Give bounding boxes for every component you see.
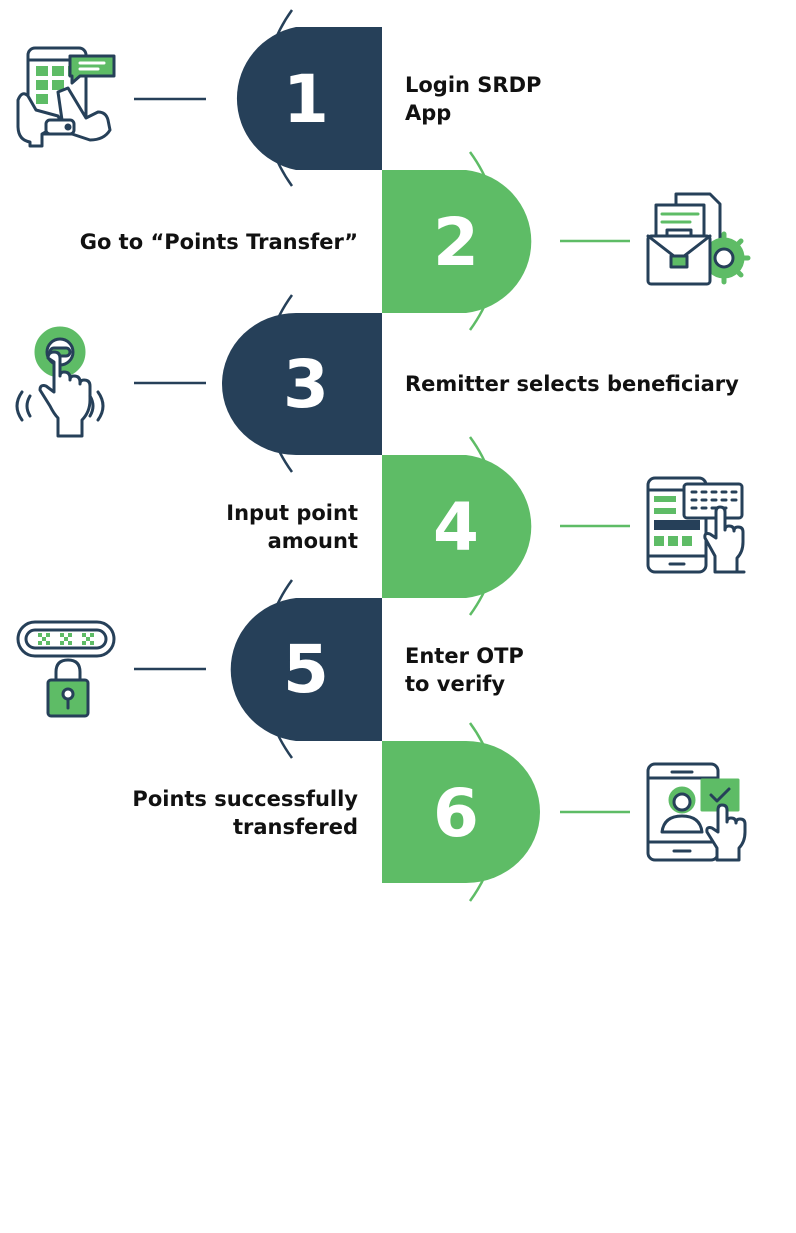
step-1-label-line-1: Login SRDP [405,73,542,97]
step-3-number: 3 [283,346,329,423]
step-4: 4 [382,436,630,616]
step-4-label-line-2: amount [267,529,358,553]
otp-lock-icon [16,620,116,718]
step-5-shape [230,598,382,741]
step-1: 1 [134,9,382,187]
step-2: 2 [382,151,630,331]
step-3: 3 [134,294,382,473]
step-4-number: 4 [433,489,479,566]
step-2-shape [382,170,532,313]
step-4-label: Input point amount [226,499,358,555]
step-5-label-line-2: to verify [405,672,506,696]
briefcase-gear-icon [646,192,751,286]
step-4-label-line-1: Input point [226,501,358,525]
step-5-label: Enter OTP to verify [405,642,524,698]
step-3-label-line-1: Remitter selects beneficiary [405,372,739,396]
step-5-number: 5 [283,631,329,708]
step-6-number: 6 [433,775,479,852]
step-3-shape [222,313,382,455]
step-1-number: 1 [283,61,329,138]
step-2-number: 2 [433,204,479,281]
phone-keyboard-icon [646,476,746,574]
step-2-label-line-1: Go to “Points Transfer” [79,230,358,254]
step-1-shape [236,27,382,170]
step-6-label-line-1: Points successfully [132,787,358,811]
step-6-shape [382,741,540,883]
step-1-label-line-2: App [405,101,452,125]
profile-verify-icon [646,762,747,862]
step-2-label: Go to “Points Transfer” [80,228,358,256]
step-1-label: Login SRDP App [405,71,541,127]
tablet-hand-icon [16,46,116,148]
step-3-label: Remitter selects beneficiary [405,370,739,398]
step-6-label: Points successfully transfered [132,785,358,841]
step-5: 5 [134,579,382,759]
step-6-label-line-2: transfered [232,815,358,839]
step-5-label-line-1: Enter OTP [405,644,524,668]
step-4-shape [382,455,532,598]
step-6: 6 [382,722,630,902]
tap-button-icon [15,326,105,438]
